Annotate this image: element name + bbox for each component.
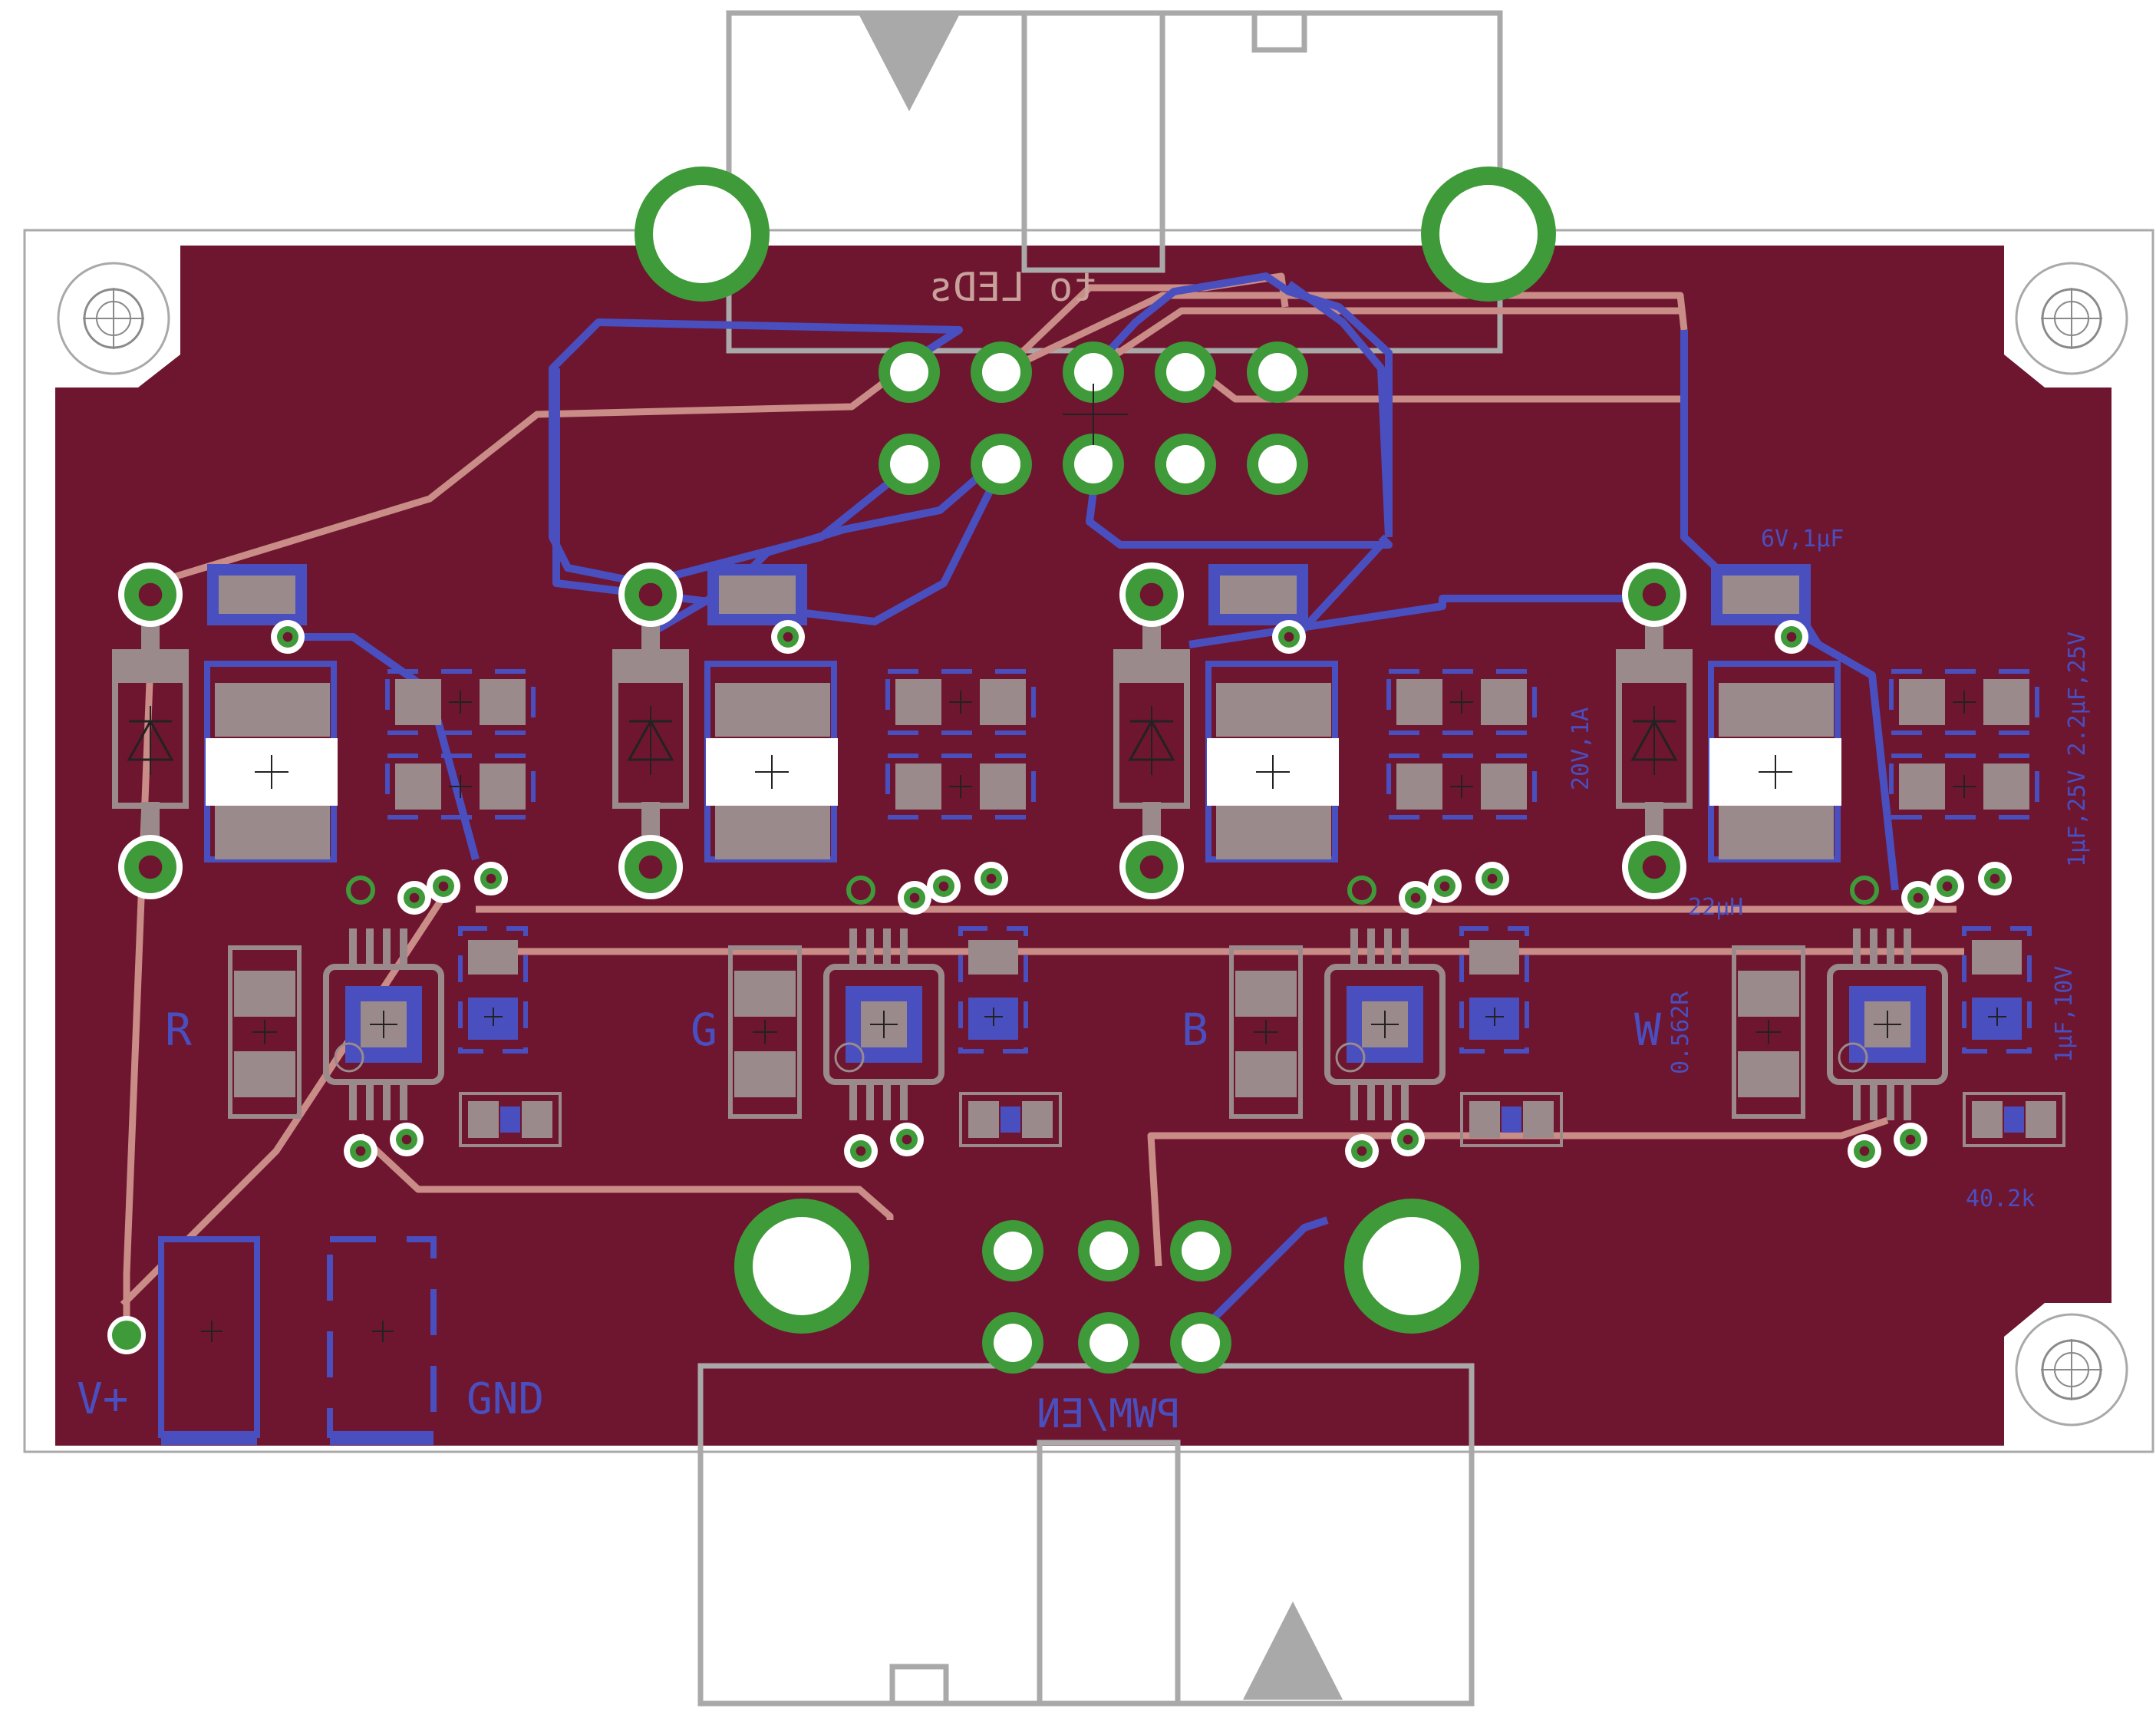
copper-pour	[55, 246, 2111, 1446]
mounting-hole-br	[2015, 1313, 2128, 1426]
mounting-hole-tl	[57, 262, 170, 375]
driver-channel-w	[1616, 562, 2065, 1168]
driver-channel-r	[112, 562, 562, 1168]
power-pads	[107, 1236, 437, 1445]
channel-blocks	[112, 562, 2065, 1168]
bottom-connector-pins	[734, 1199, 1479, 1374]
driver-channel-b	[1113, 562, 1563, 1168]
pwm-en-label: PWM/EN	[1037, 1391, 1181, 1437]
value-sense-resistor: 0.562R	[1667, 991, 1694, 1074]
channel-label-g: G	[691, 1004, 717, 1056]
value-caps-input: 1µF,25V 2.2µF,25V	[2064, 632, 2091, 867]
value-resistor-set: 40.2k	[1966, 1186, 2035, 1212]
top-connector-pins	[635, 167, 1556, 495]
top-layer-traces	[120, 272, 1964, 1335]
vplus-label: V+	[77, 1374, 128, 1424]
mounting-hole-tr	[2015, 262, 2128, 375]
channel-label-r: R	[165, 1004, 192, 1056]
driver-channel-g	[612, 562, 1062, 1168]
channel-label-w: W	[1634, 1004, 1661, 1056]
bottom-connector-outline	[697, 1363, 1475, 1707]
value-cap-output: 1µF,10V	[2051, 966, 2078, 1063]
value-diode: 20V,1A	[1568, 707, 1594, 790]
to-leds-label: to LEDs	[928, 265, 1096, 311]
value-cap-small: 6V,1µF	[1761, 526, 1844, 552]
value-inductor: 22µH	[1688, 894, 1743, 921]
channel-label-b: B	[1182, 1004, 1208, 1056]
gnd-label: GND	[466, 1374, 544, 1424]
